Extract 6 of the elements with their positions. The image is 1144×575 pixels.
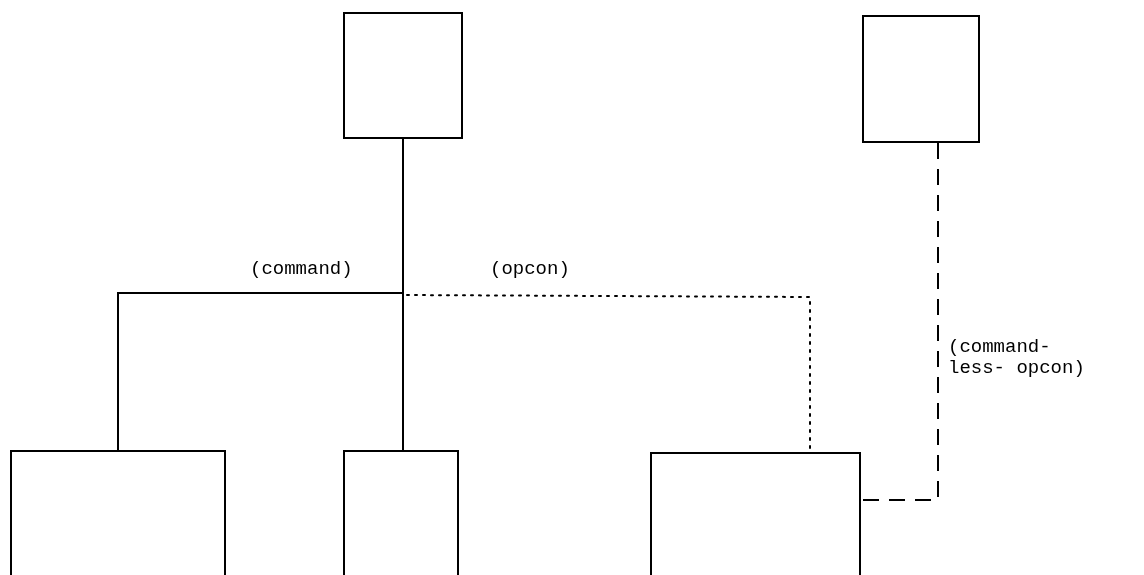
empty-box <box>343 450 459 575</box>
empty-box <box>10 450 226 575</box>
empty-box <box>343 12 463 139</box>
dashed-connector-line <box>860 142 939 501</box>
empty-box <box>650 452 861 575</box>
empty-box <box>862 15 980 143</box>
